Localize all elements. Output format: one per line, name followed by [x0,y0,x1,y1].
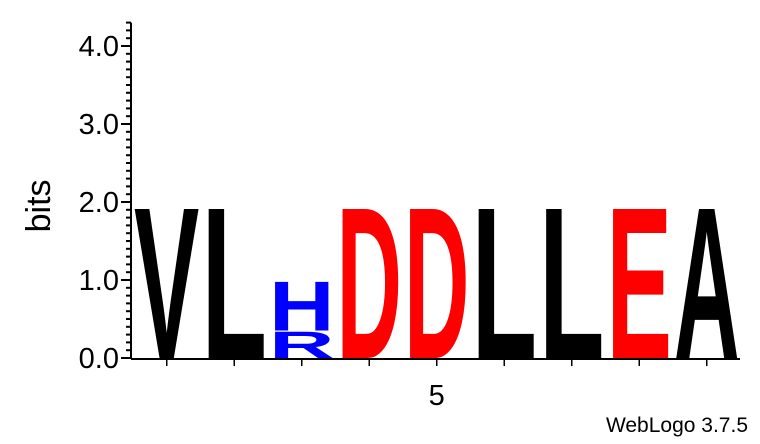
axes: 0.0 1.0 2.0 3.0 4.0 bits 5 [20,21,740,412]
y-axis-label: bits [20,179,58,232]
weblogo-credit: WebLogo 3.7.5 [605,414,748,437]
y-tick-label: 4.0 [79,31,119,63]
glyph: L [539,163,604,405]
x-tick-label: 5 [429,380,445,412]
glyph: L [202,163,267,405]
letter-a-pos9: A [674,164,739,405]
letter-r-pos3: R [269,324,335,367]
letter-l-pos6: L [472,163,537,405]
letter-d-pos5: D [404,164,469,405]
glyph: L [472,163,537,405]
glyph: E [607,162,672,404]
y-tick-label: 1.0 [79,265,119,297]
glyph: D [404,164,469,405]
letter-v-pos1: V [134,162,199,404]
y-tick-label: 0.0 [79,343,119,375]
letter-l-pos2: L [202,163,267,405]
y-tick-label: 3.0 [79,109,119,141]
glyph: R [269,324,335,367]
glyph: H [269,268,335,346]
letter-e-pos8: E [607,162,672,404]
glyph: V [134,162,199,404]
letter-h-pos3: H [269,268,335,346]
glyph: D [337,164,402,405]
glyph: A [674,164,739,405]
y-tick-label: 2.0 [79,187,119,219]
letter-l-pos7: L [539,163,604,405]
letter-d-pos4: D [337,164,402,405]
